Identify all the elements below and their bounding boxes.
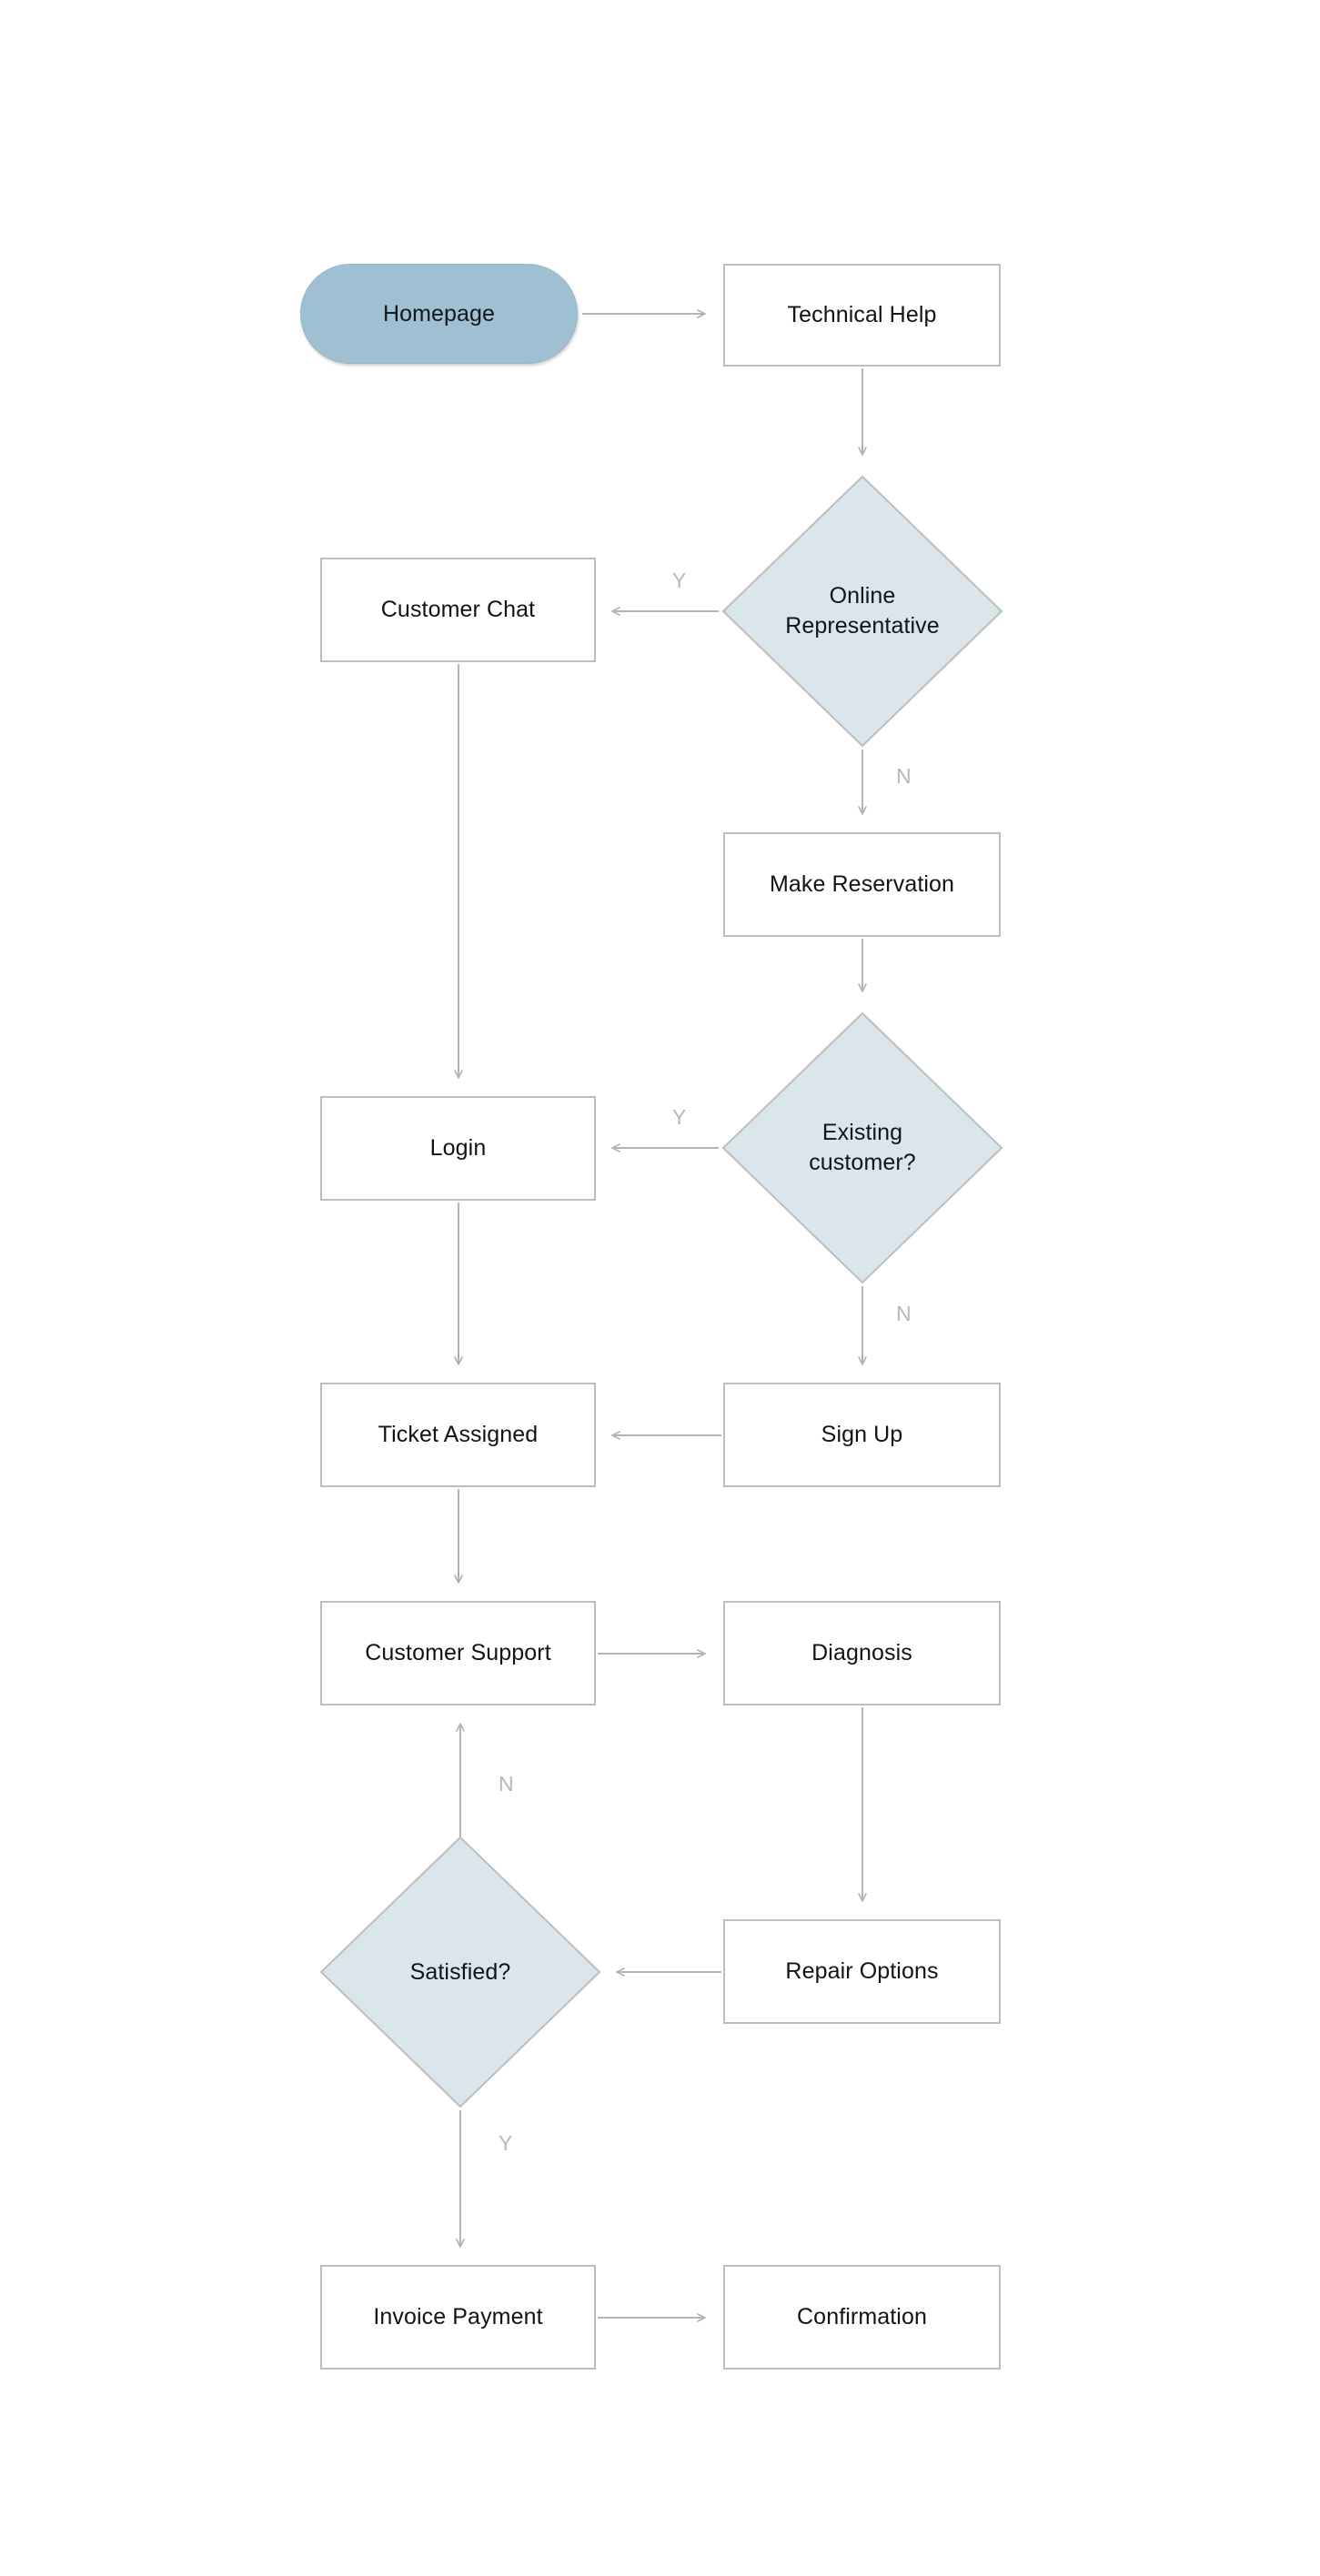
node-label-login: Login bbox=[429, 1135, 487, 1161]
edge-label-satisfied-to-support: N bbox=[499, 1772, 514, 1796]
node-confirmation[interactable]: Confirmation bbox=[723, 2265, 1001, 2370]
node-label-diagnosis: Diagnosis bbox=[811, 1640, 912, 1665]
edge-label-satisfied-to-invoice: Y bbox=[499, 2131, 513, 2155]
node-label-satisfied: Satisfied? bbox=[409, 1958, 511, 1985]
node-label-ticket: Ticket Assigned bbox=[378, 1422, 539, 1447]
node-label-confirmation: Confirmation bbox=[797, 2304, 927, 2329]
node-signup[interactable]: Sign Up bbox=[723, 1383, 1001, 1487]
node-label-invoice: Invoice Payment bbox=[373, 2304, 543, 2329]
diamond-shape-online_rep bbox=[721, 475, 1003, 748]
node-homepage[interactable]: Homepage bbox=[300, 264, 578, 364]
edge-label-existing-to-signup: N bbox=[896, 1302, 912, 1325]
diamond-shape-satisfied bbox=[319, 1836, 601, 2108]
node-online_rep[interactable]: Online Representative bbox=[721, 475, 1003, 748]
node-reservation[interactable]: Make Reservation bbox=[723, 832, 1001, 937]
node-repair[interactable]: Repair Options bbox=[723, 1919, 1001, 2024]
node-ticket[interactable]: Ticket Assigned bbox=[320, 1383, 596, 1487]
node-label-support: Customer Support bbox=[365, 1640, 551, 1665]
node-invoice[interactable]: Invoice Payment bbox=[320, 2265, 596, 2370]
edge-label-existing-to-login: Y bbox=[672, 1105, 687, 1129]
node-label-online_rep: Online Representative bbox=[785, 583, 940, 639]
node-diagnosis[interactable]: Diagnosis bbox=[723, 1601, 1001, 1706]
node-existing[interactable]: Existing customer? bbox=[721, 1011, 1003, 1284]
diamond-shape-existing bbox=[721, 1011, 1003, 1284]
node-support[interactable]: Customer Support bbox=[320, 1601, 596, 1706]
node-label-existing: Existing customer? bbox=[809, 1120, 916, 1175]
node-label-homepage: Homepage bbox=[382, 300, 496, 327]
edge-label-online_rep-to-customer_chat: Y bbox=[672, 569, 687, 592]
node-label-signup: Sign Up bbox=[821, 1422, 903, 1447]
node-label-repair: Repair Options bbox=[785, 1958, 939, 1984]
node-login[interactable]: Login bbox=[320, 1096, 596, 1201]
node-label-reservation: Make Reservation bbox=[769, 871, 955, 897]
node-technical[interactable]: Technical Help bbox=[723, 264, 1001, 367]
node-label-technical: Technical Help bbox=[787, 302, 937, 327]
edge-label-online_rep-to-reservation: N bbox=[896, 764, 912, 788]
node-satisfied[interactable]: Satisfied? bbox=[319, 1836, 601, 2108]
node-label-customer_chat: Customer Chat bbox=[380, 597, 536, 622]
node-customer_chat[interactable]: Customer Chat bbox=[320, 558, 596, 662]
